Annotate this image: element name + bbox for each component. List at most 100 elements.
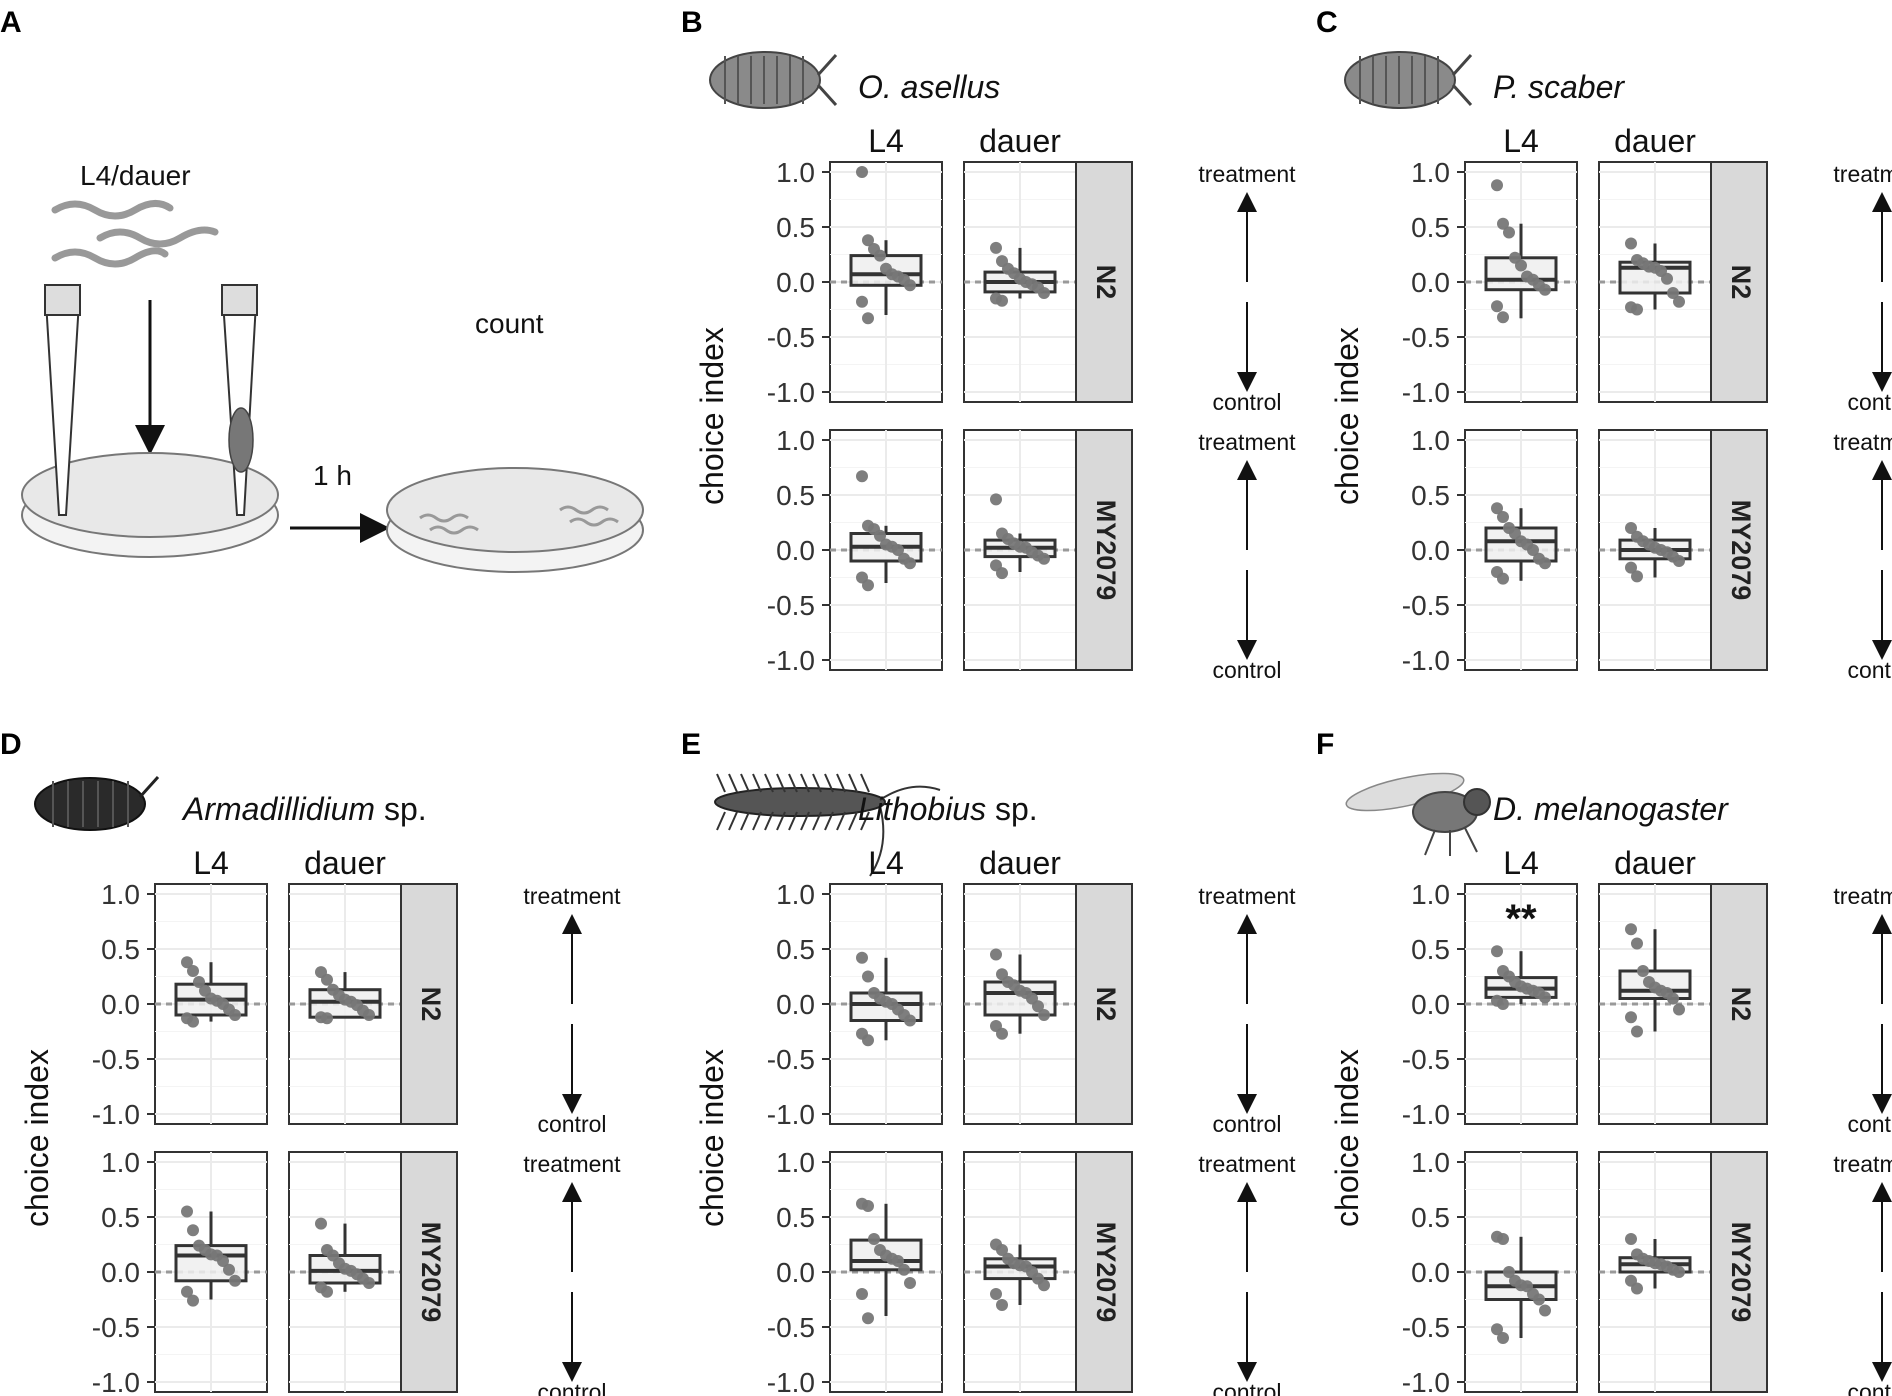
data-point bbox=[892, 544, 904, 556]
y-tick-label: 1.0 bbox=[101, 1147, 140, 1178]
data-point bbox=[223, 1263, 235, 1276]
data-point bbox=[856, 295, 868, 308]
y-tick-label: 1.0 bbox=[1411, 879, 1450, 910]
significance-marker: ** bbox=[1505, 897, 1537, 941]
data-point bbox=[862, 970, 874, 983]
y-tick-label: -0.5 bbox=[92, 1044, 140, 1075]
y-tick-label: 0.0 bbox=[776, 267, 815, 298]
data-point bbox=[1539, 557, 1551, 570]
data-point bbox=[187, 965, 199, 977]
facet-my2079-l4 bbox=[829, 429, 943, 671]
y-tick-label: -0.5 bbox=[92, 1312, 140, 1343]
isopod-antenna bbox=[1451, 53, 1473, 107]
centipede-leg bbox=[848, 773, 858, 831]
y-tick-label: -1.0 bbox=[1402, 1099, 1450, 1130]
data-point bbox=[996, 1244, 1008, 1256]
facet-my2079-l4 bbox=[1464, 1151, 1578, 1393]
data-point bbox=[990, 1288, 1002, 1300]
data-point bbox=[1667, 287, 1679, 299]
data-point bbox=[1667, 992, 1679, 1005]
centipede-leg bbox=[836, 773, 846, 831]
data-point bbox=[862, 312, 874, 325]
data-point bbox=[1497, 1233, 1509, 1245]
y-axis-label: choice index bbox=[694, 1049, 730, 1227]
strain-strip bbox=[1710, 161, 1768, 403]
y-tick-label: 1.0 bbox=[776, 425, 815, 456]
pipette-tip-left-icon bbox=[43, 284, 82, 516]
facet-my2079-l4 bbox=[829, 1151, 943, 1393]
y-tick-label: -1.0 bbox=[1402, 377, 1450, 408]
data-point bbox=[1539, 991, 1551, 1004]
data-point bbox=[193, 976, 205, 988]
facet-my2079-dauer bbox=[1598, 429, 1712, 671]
strain-strip bbox=[400, 1151, 458, 1393]
panel-label: C bbox=[1316, 6, 1338, 39]
box-iqr bbox=[849, 1238, 923, 1272]
y-tick-label: 1.0 bbox=[1411, 1147, 1450, 1178]
direction-top-label: treatment bbox=[1198, 883, 1296, 909]
data-point bbox=[1032, 1000, 1044, 1013]
strain-strip bbox=[1075, 161, 1133, 403]
direction-bottom-label: control bbox=[1212, 1111, 1281, 1137]
species-name: Lithobius sp. bbox=[858, 791, 1038, 827]
y-tick-label: 0.5 bbox=[1411, 934, 1450, 965]
species-name: Armadillidium sp. bbox=[181, 791, 427, 827]
species-italic: Lithobius bbox=[858, 791, 986, 827]
data-point bbox=[862, 1034, 874, 1047]
data-point bbox=[363, 1009, 375, 1021]
column-header-l4: L4 bbox=[1503, 845, 1539, 881]
species-name: D. melanogaster bbox=[1493, 791, 1729, 827]
fly-wing bbox=[1345, 772, 1465, 812]
data-point bbox=[1497, 1332, 1509, 1344]
direction-top-label: treatment bbox=[1198, 1151, 1296, 1177]
data-point bbox=[898, 1263, 910, 1276]
species-italic: D. melanogaster bbox=[1493, 791, 1729, 827]
direction-top-label: treatment bbox=[1833, 1151, 1892, 1177]
facet-my2079-dauer bbox=[1598, 1151, 1712, 1393]
data-point bbox=[1631, 1282, 1643, 1295]
direction-top-label: treatment bbox=[1833, 883, 1892, 909]
data-point bbox=[904, 1277, 916, 1289]
data-point bbox=[1625, 237, 1637, 250]
direction-top-label: treatment bbox=[1198, 429, 1296, 455]
direction-top-label: treatment bbox=[1833, 161, 1892, 187]
y-tick-label: 0.5 bbox=[776, 212, 815, 243]
strain-strip-label: N2 bbox=[1726, 987, 1756, 1022]
data-point bbox=[181, 1285, 193, 1298]
facet-my2079-dauer bbox=[963, 1151, 1077, 1393]
data-point bbox=[1625, 1233, 1637, 1245]
data-point bbox=[1038, 1009, 1050, 1021]
facet-n2-l4 bbox=[1464, 161, 1578, 403]
y-tick-label: 0.0 bbox=[776, 1257, 815, 1288]
data-point bbox=[1491, 1323, 1503, 1336]
data-point bbox=[862, 1200, 874, 1212]
column-header-dauer: dauer bbox=[979, 845, 1061, 881]
data-point bbox=[1625, 923, 1637, 936]
data-point bbox=[1625, 561, 1637, 574]
data-point bbox=[1527, 544, 1539, 556]
data-point bbox=[1497, 311, 1509, 324]
data-point bbox=[321, 1012, 333, 1025]
data-point bbox=[1631, 1025, 1643, 1038]
y-tick-label: -0.5 bbox=[1402, 1312, 1450, 1343]
facet-n2-l4 bbox=[154, 883, 268, 1125]
strain-strip-label: N2 bbox=[1091, 265, 1121, 300]
data-point bbox=[1497, 998, 1509, 1010]
data-point bbox=[187, 1015, 199, 1028]
y-tick-label: 0.5 bbox=[776, 1202, 815, 1233]
facet-n2-dauer bbox=[1598, 883, 1712, 1125]
data-point bbox=[856, 1288, 868, 1300]
y-tick-label: -1.0 bbox=[767, 377, 815, 408]
centipede-leg bbox=[776, 773, 786, 831]
panel-a-label: A bbox=[0, 6, 22, 39]
data-point bbox=[1625, 522, 1637, 534]
data-point bbox=[904, 1014, 916, 1027]
species-suffix: sp. bbox=[986, 791, 1038, 827]
centipede-leg bbox=[788, 773, 798, 831]
data-point bbox=[904, 557, 916, 570]
centipede-leg bbox=[812, 773, 822, 831]
